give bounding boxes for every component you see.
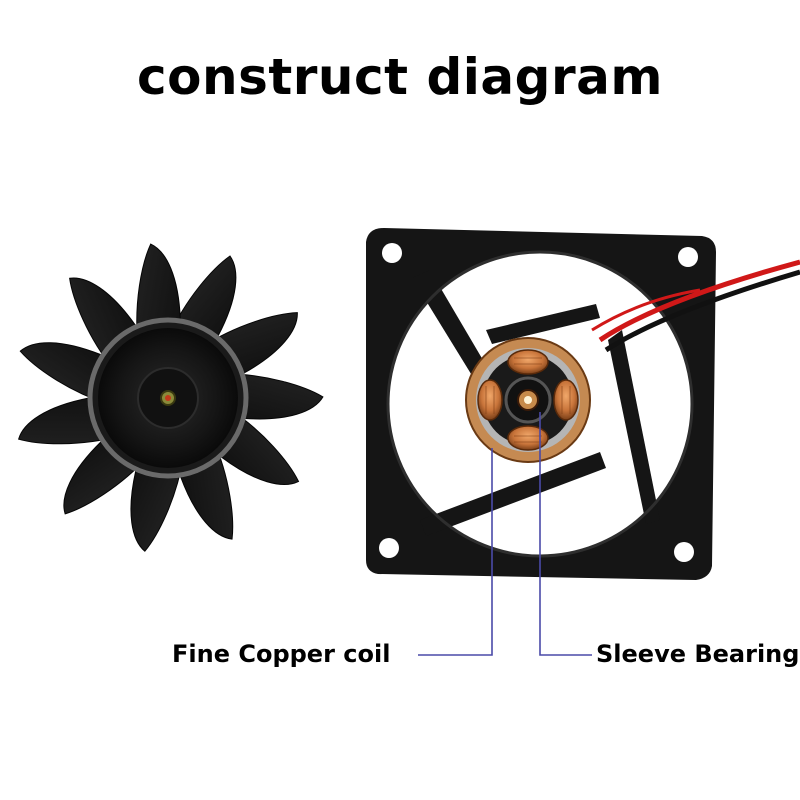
- copper-coil: [507, 349, 549, 375]
- copper-coil-label: Fine Copper coil: [172, 640, 391, 668]
- mount-hole-bl: [379, 538, 399, 558]
- copper-coil: [507, 425, 549, 451]
- diagram-title: construct diagram: [137, 48, 663, 106]
- fan-impeller: [18, 243, 324, 552]
- copper-coils: [477, 349, 579, 451]
- power-wires: [591, 259, 800, 353]
- bearing-leader-line: [539, 412, 592, 656]
- coil-leader-line: [418, 448, 493, 656]
- fan-frame: [366, 228, 716, 580]
- copper-coil: [553, 379, 579, 421]
- stator-assembly: [465, 337, 591, 463]
- mount-hole-br: [674, 542, 694, 562]
- leader-lines: [418, 412, 592, 656]
- copper-coil: [477, 379, 503, 421]
- mount-hole-tl: [382, 243, 402, 263]
- mount-hole-tr: [678, 247, 698, 267]
- sleeve-bearing-label: Sleeve Bearing: [596, 640, 800, 668]
